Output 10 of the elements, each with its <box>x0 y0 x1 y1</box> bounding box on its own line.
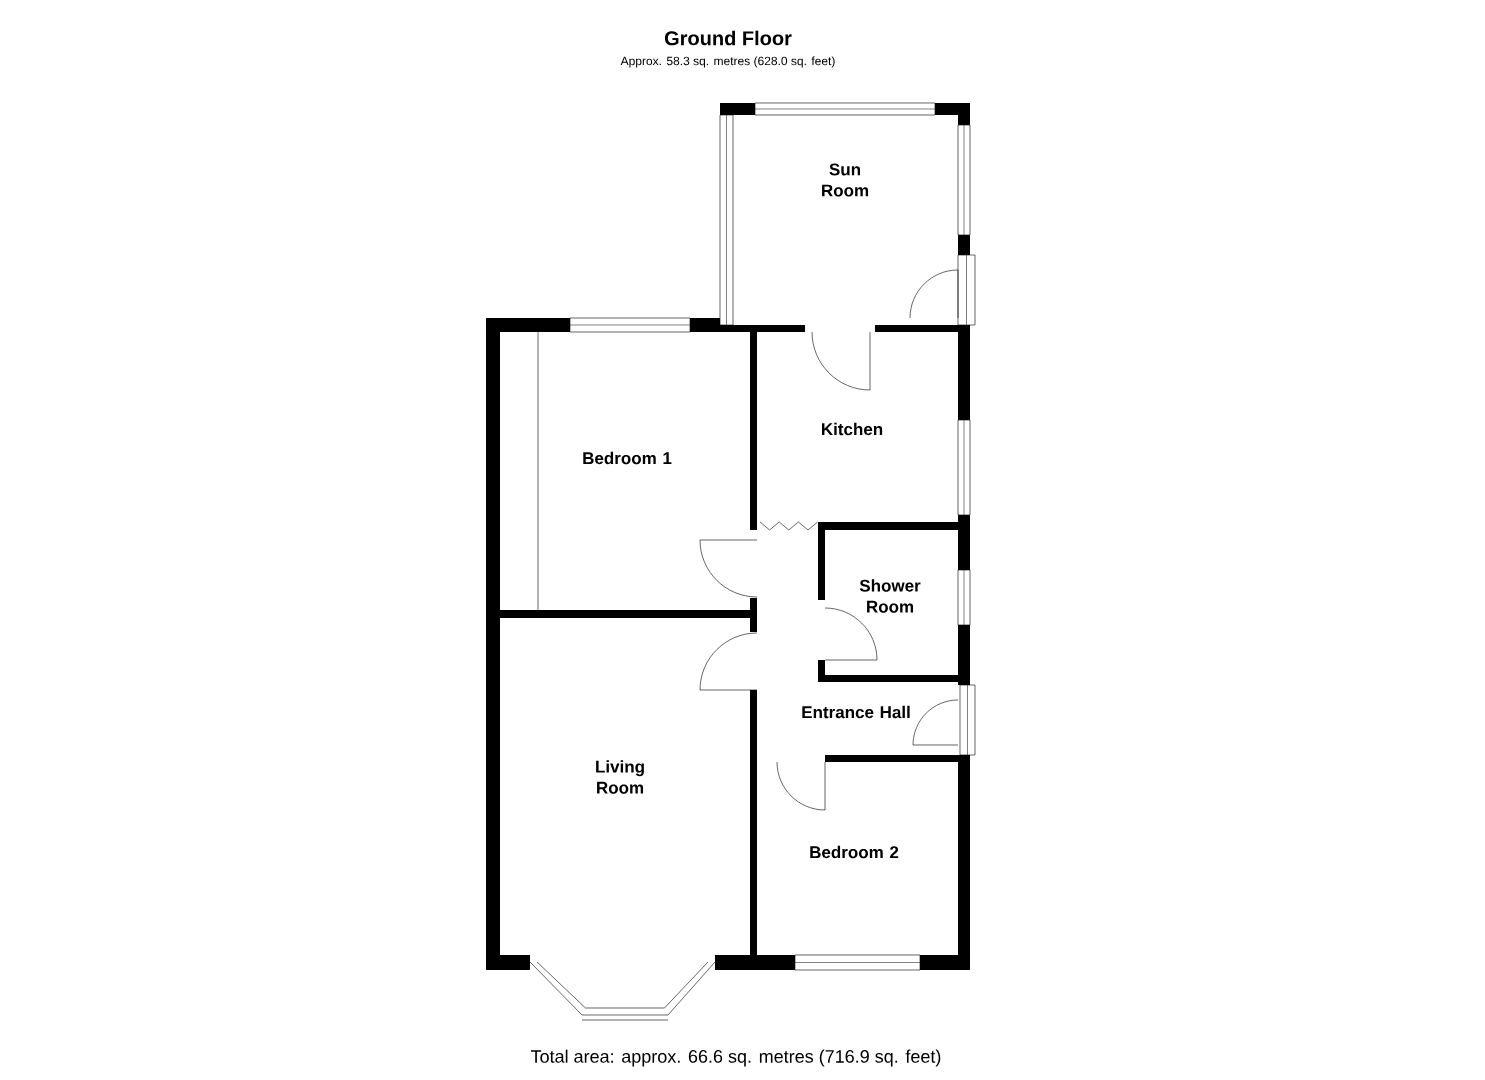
area-note: Approx. 58.3 sq. metres (628.0 sq. feet) <box>620 56 835 68</box>
room-label: Shower Room <box>859 579 921 613</box>
room-label: Sun Room <box>822 163 869 197</box>
room-label: Bedroom 1 <box>583 451 672 465</box>
title: Ground Floor <box>664 30 792 46</box>
room-label: Bedroom 2 <box>810 845 899 859</box>
caption: Total area: approx. 66.6 sq. metres (716.9 sq. feet) <box>530 1049 941 1067</box>
room-label: Kitchen <box>822 422 883 436</box>
room-label: Living Room <box>596 760 644 794</box>
room-label: Entrance Hall <box>802 705 910 719</box>
